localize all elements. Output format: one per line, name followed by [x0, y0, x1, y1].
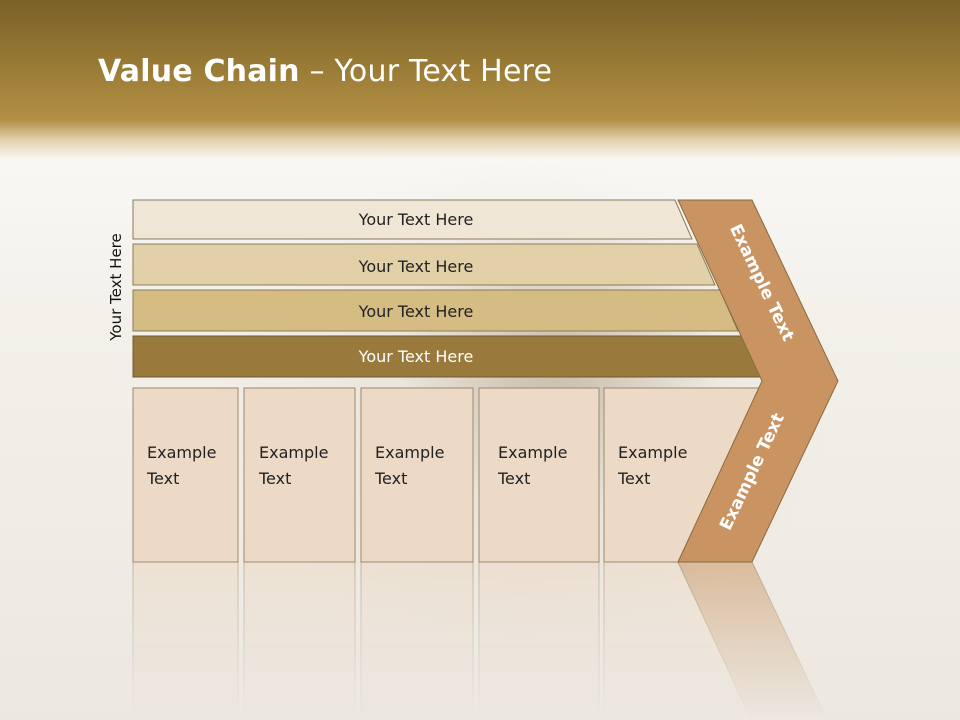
- title-rest: – Your Text Here: [299, 54, 553, 89]
- column-1: Example Text: [132, 387, 239, 563]
- bar-2-shape: [132, 243, 716, 286]
- reflection-column-2: [243, 561, 356, 720]
- bar-3-label: Your Text Here: [358, 302, 474, 321]
- header-band: [0, 0, 960, 160]
- reflection-chevron: [677, 561, 828, 720]
- bars-group: Your Text Here Your Text Here Your Text …: [132, 199, 763, 378]
- reflection-column-4: [478, 561, 600, 720]
- bar-1: Your Text Here: [132, 199, 693, 240]
- column-2: Example Text: [243, 387, 356, 563]
- column-3-box: [360, 387, 474, 563]
- column-2-line2: Text: [258, 469, 291, 488]
- column-5-line2: Text: [617, 469, 650, 488]
- column-1-line1: Example: [147, 443, 216, 462]
- bar-2-label: Your Text Here: [358, 257, 474, 276]
- column-2-box: [243, 387, 356, 563]
- column-4: Example Text: [478, 387, 600, 563]
- bar-1-label: Your Text Here: [358, 210, 474, 229]
- column-4-box: [478, 387, 600, 563]
- bar-3: Your Text Here: [132, 289, 739, 332]
- bar-4: Your Text Here: [132, 335, 763, 378]
- title-bold: Value Chain: [98, 54, 300, 89]
- page-title: Value Chain – Your Text Here: [98, 54, 552, 89]
- column-4-line2: Text: [497, 469, 530, 488]
- bar-2: Your Text Here: [132, 243, 716, 286]
- bar-4-label: Your Text Here: [358, 347, 474, 366]
- column-5: Example Text: [603, 387, 761, 563]
- column-1-box: [132, 387, 239, 563]
- column-1-line2: Text: [146, 469, 179, 488]
- diagram-reflection: [132, 561, 828, 720]
- column-3: Example Text: [360, 387, 474, 563]
- column-3-line1: Example: [375, 443, 444, 462]
- column-4-line1: Example: [498, 443, 567, 462]
- reflection-column-3: [360, 561, 474, 720]
- columns-group: Example Text Example Text Example Text E…: [132, 387, 761, 563]
- bar-3-shape: [132, 289, 739, 332]
- column-2-line1: Example: [259, 443, 328, 462]
- column-3-line2: Text: [374, 469, 407, 488]
- column-5-line1: Example: [618, 443, 687, 462]
- reflection-column-1: [132, 561, 239, 720]
- bar-1-shape: [132, 199, 693, 240]
